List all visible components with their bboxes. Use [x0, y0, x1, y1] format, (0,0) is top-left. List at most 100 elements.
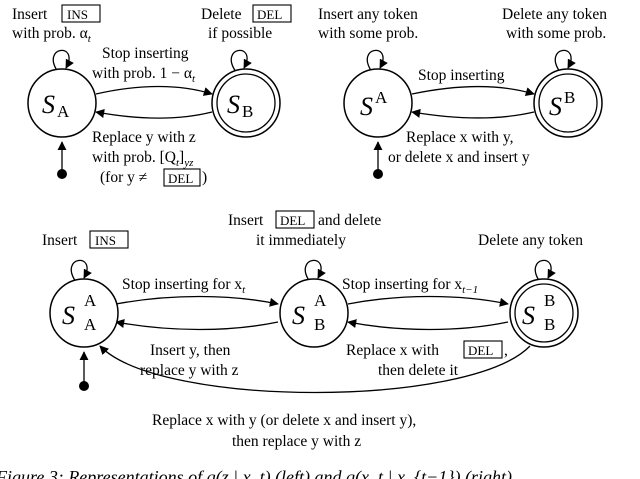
state-a-sub: A — [57, 102, 70, 121]
b-back2-line1: Replace x with — [346, 342, 439, 359]
self-loop-ra — [366, 49, 388, 73]
edge-rb-to-ra — [411, 108, 535, 119]
state-a-main: S — [42, 90, 55, 119]
svg-text:Insert: Insert — [12, 6, 48, 23]
state-aa-circle — [49, 278, 119, 348]
state-bb-sup: B — [544, 291, 555, 310]
state-bb-circle — [509, 278, 579, 348]
tl-back-line3-box: DEL — [168, 171, 193, 186]
svg-text:with prob. 1 − αt: with prob. 1 − αt — [92, 65, 196, 85]
tr-self-a-line1: Insert any token — [318, 6, 418, 23]
self-loop-rb — [554, 49, 576, 73]
tr-self-b-line1: Delete any token — [502, 6, 607, 23]
edge-a-to-b — [95, 85, 213, 96]
edge-ab-to-bb — [347, 295, 509, 307]
self-loop-aa — [70, 259, 92, 283]
svg-text:Delete: Delete — [201, 6, 242, 23]
b-back1-line2: replace y with z — [140, 362, 239, 379]
initial-dot-left — [57, 169, 67, 179]
state-b-circle — [211, 68, 281, 138]
b-back1-line1: Insert y, then — [150, 342, 231, 359]
tl-self-a-line2-sub: t — [88, 33, 92, 45]
tl-forward-line1: Stop inserting — [102, 45, 189, 62]
state-aa-sup: A — [84, 291, 97, 310]
tl-back-line2-sub-yz: yz — [183, 157, 194, 169]
state-ra-circle — [343, 68, 413, 138]
state-ab-circle — [279, 278, 349, 348]
tr-self-a-line2: with some prob. — [318, 25, 418, 42]
b-long-line1: Replace x with y (or delete x and insert… — [152, 412, 416, 429]
tr-self-b-line2: with some prob. — [506, 25, 606, 42]
svg-text:SA: SA — [360, 88, 388, 121]
self-loop-ab — [304, 259, 326, 283]
state-rb-sup: B — [564, 88, 575, 107]
svg-text:SA: SA — [42, 90, 70, 121]
state-bb-sub: B — [544, 315, 555, 334]
b-self-aa-line: Insert — [42, 232, 78, 249]
tl-self-a-line1: Insert — [12, 6, 48, 23]
b-fwd2-sub: t−1 — [462, 284, 478, 296]
state-rb-main: S — [549, 92, 562, 121]
b-self-ab-line2: it immediately — [256, 232, 346, 249]
b-back2-line2: then delete it — [378, 362, 459, 379]
svg-text:(for y ≠: (for y ≠ — [100, 169, 147, 186]
edge-b-to-a — [95, 108, 213, 119]
self-loop-bb — [534, 259, 556, 283]
figure-caption: Figure 3: Representations of q(z | x_t) … — [0, 467, 512, 479]
state-b-sub: B — [242, 102, 253, 121]
tl-self-a-line2: with prob. α — [12, 25, 88, 42]
b-back2-box: DEL — [468, 343, 493, 358]
tl-back-line2-sub-t: t — [176, 157, 180, 169]
edge-ab-to-aa — [115, 319, 279, 331]
state-ra-main: S — [360, 92, 373, 121]
svg-text:SB: SB — [549, 88, 575, 121]
state-a-circle — [27, 68, 97, 138]
state-ab-main: S — [292, 301, 305, 330]
state-rb-accept-ring — [538, 73, 598, 133]
svg-text:with prob. αt: with prob. αt — [12, 25, 92, 45]
tr-back-line2: or delete x and insert y — [388, 149, 530, 166]
self-loop-b — [230, 49, 252, 73]
tl-back-line3-end: ) — [202, 169, 207, 186]
svg-text:Stop inserting for xt: Stop inserting for xt — [122, 276, 246, 296]
state-bb-main: S — [522, 301, 535, 330]
state-aa-sub: A — [84, 315, 97, 334]
state-b-accept-ring — [216, 73, 276, 133]
edge-aa-to-ab — [115, 295, 279, 307]
b-fwd2: Stop inserting for x — [342, 276, 462, 293]
state-aa-main: S — [62, 301, 75, 330]
tl-back-line2-end: ] — [179, 149, 184, 166]
svg-text:SB: SB — [227, 90, 253, 121]
b-self-aa-box: INS — [95, 233, 116, 248]
svg-text:Stop inserting for xt−1: Stop inserting for xt−1 — [342, 276, 478, 296]
edge-bb-to-ab — [347, 319, 509, 331]
b-self-bb: Delete any token — [478, 232, 583, 249]
tl-self-b-line1: Delete — [201, 6, 242, 23]
edge-bb-to-aa-long — [99, 345, 531, 394]
b-self-ab-line1b: and delete — [318, 212, 381, 229]
diagram-bottom: S A A S A B S B B Insert INS Insert DEL … — [42, 210, 583, 450]
state-ab-sub: B — [314, 315, 325, 334]
tl-forward-line2: with prob. 1 − α — [92, 65, 192, 82]
state-rb-circle — [533, 68, 603, 138]
tr-forward: Stop inserting — [418, 67, 505, 84]
tl-self-b-line2: if possible — [208, 25, 272, 42]
state-bb-accept-ring — [514, 283, 574, 343]
svg-text:with prob. [Qt]yz: with prob. [Qt]yz — [92, 149, 194, 169]
b-self-ab-line1a: Insert — [228, 212, 264, 229]
tl-back-line3: (for y ≠ — [100, 169, 147, 186]
edge-ra-to-rb — [411, 85, 535, 97]
state-ra-sup: A — [375, 88, 388, 107]
tl-back-line1: Replace y with z — [92, 129, 196, 146]
tl-back-line2: with prob. [Q — [92, 149, 176, 166]
b-long-line2: then replace y with z — [232, 433, 361, 450]
b-back2-line1-end: , — [504, 342, 508, 359]
state-ab-sup: A — [314, 291, 327, 310]
state-b-main: S — [227, 90, 240, 119]
initial-dot-bottom — [79, 381, 89, 391]
tr-back-line1: Replace x with y, — [406, 129, 513, 146]
b-fwd1: Stop inserting for x — [122, 276, 242, 293]
